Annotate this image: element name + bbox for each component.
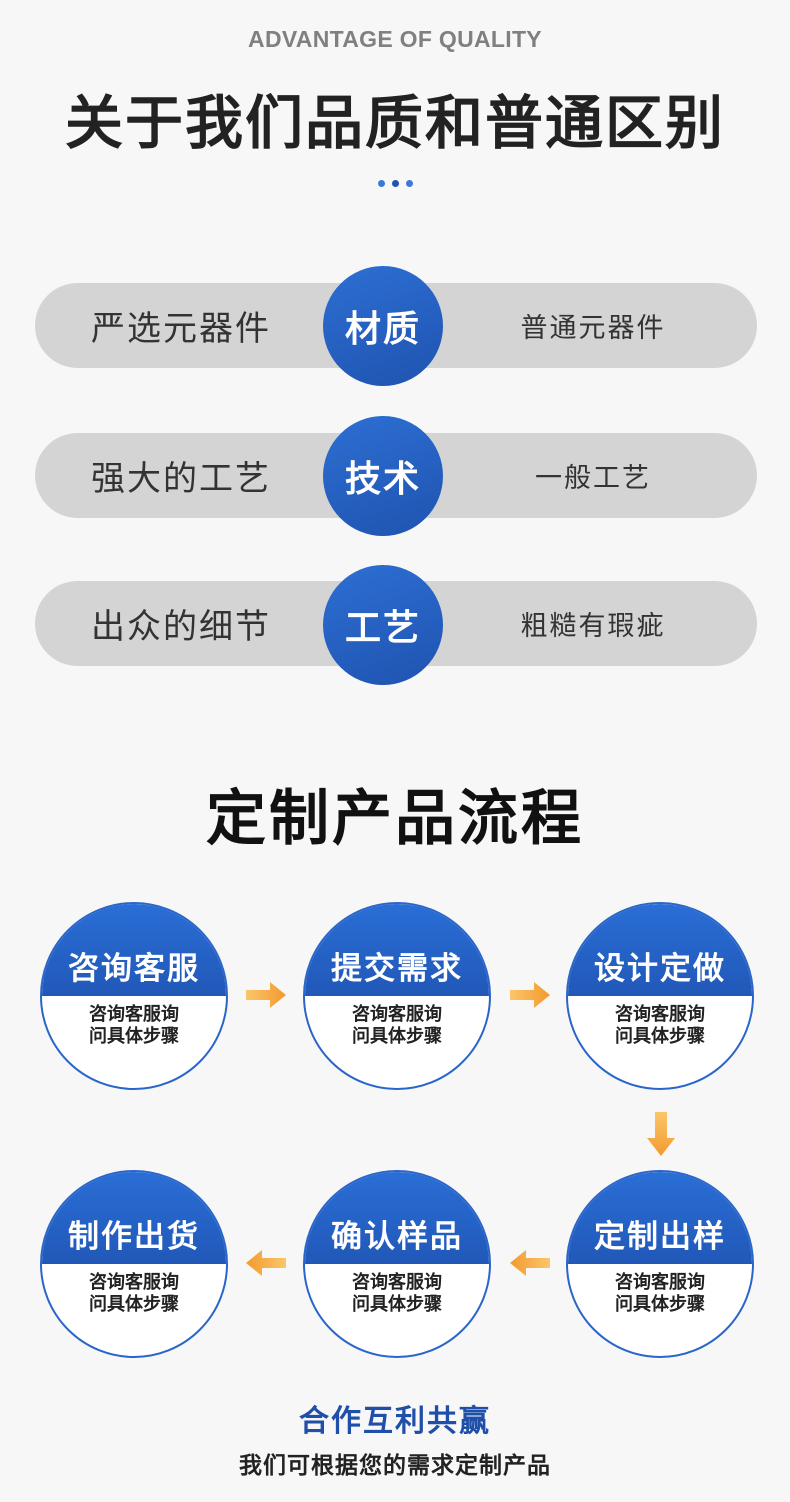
step-title: 定制出样: [568, 1172, 752, 1264]
step-desc-line: 咨询客服询: [89, 1272, 179, 1293]
comparison-badge: 技术: [323, 416, 443, 536]
step-title: 设计定做: [568, 904, 752, 996]
comparison-normal: 普通元器件: [520, 313, 666, 344]
step-desc-line: 问具体步骤: [352, 1026, 442, 1047]
comparison-ours: 严选元器件: [91, 309, 271, 349]
process-step: 提交需求 咨询客服询 问具体步骤: [303, 902, 491, 1090]
step-desc-line: 问具体步骤: [615, 1294, 705, 1315]
step-desc: 咨询客服询 问具体步骤: [42, 1272, 226, 1316]
dot-1: [377, 180, 385, 187]
dot-3: [405, 180, 413, 187]
footer-title: 合作互利共赢: [299, 1404, 491, 1439]
step-desc-line: 问具体步骤: [89, 1294, 179, 1315]
step-desc: 咨询客服询 问具体步骤: [305, 1004, 489, 1048]
title-dots: [0, 180, 790, 187]
comparison-ours: 出众的细节: [91, 607, 271, 647]
step-desc-line: 咨询客服询: [615, 1004, 705, 1025]
process-step: 确认样品 咨询客服询 问具体步骤: [303, 1170, 491, 1358]
step-desc-line: 咨询客服询: [615, 1272, 705, 1293]
section-eyebrow: ADVANTAGE OF QUALITY: [248, 26, 542, 52]
step-title: 提交需求: [305, 904, 489, 996]
arrow-down-icon: [647, 1112, 675, 1156]
step-title: 制作出货: [42, 1172, 226, 1264]
step-desc-line: 问具体步骤: [352, 1294, 442, 1315]
process-title: 定制产品流程: [206, 784, 584, 854]
step-desc-line: 咨询客服询: [352, 1272, 442, 1293]
comparison-normal: 一般工艺: [535, 463, 651, 494]
arrow-right-icon: [510, 982, 550, 1008]
footer-subtitle: 我们可根据您的需求定制产品: [239, 1453, 551, 1479]
step-desc: 咨询客服询 问具体步骤: [42, 1004, 226, 1048]
comparison-badge: 工艺: [323, 565, 443, 685]
dot-2: [391, 180, 399, 187]
process-step: 制作出货 咨询客服询 问具体步骤: [40, 1170, 228, 1358]
step-desc-line: 咨询客服询: [89, 1004, 179, 1025]
step-desc-line: 问具体步骤: [89, 1026, 179, 1047]
arrow-left-icon: [510, 1250, 550, 1276]
page-title: 关于我们品质和普通区别: [64, 89, 725, 157]
step-title: 咨询客服: [42, 904, 226, 996]
arrow-right-icon: [246, 982, 286, 1008]
arrow-left-icon: [246, 1250, 286, 1276]
comparison-badge: 材质: [323, 266, 443, 386]
step-desc-line: 咨询客服询: [352, 1004, 442, 1025]
process-step: 咨询客服 咨询客服询 问具体步骤: [40, 902, 228, 1090]
process-step: 设计定做 咨询客服询 问具体步骤: [566, 902, 754, 1090]
step-desc-line: 问具体步骤: [615, 1026, 705, 1047]
step-desc: 咨询客服询 问具体步骤: [568, 1272, 752, 1316]
step-desc: 咨询客服询 问具体步骤: [568, 1004, 752, 1048]
step-title: 确认样品: [305, 1172, 489, 1264]
process-step: 定制出样 咨询客服询 问具体步骤: [566, 1170, 754, 1358]
step-desc: 咨询客服询 问具体步骤: [305, 1272, 489, 1316]
comparison-normal: 粗糙有瑕疵: [520, 611, 666, 642]
comparison-ours: 强大的工艺: [91, 459, 271, 499]
